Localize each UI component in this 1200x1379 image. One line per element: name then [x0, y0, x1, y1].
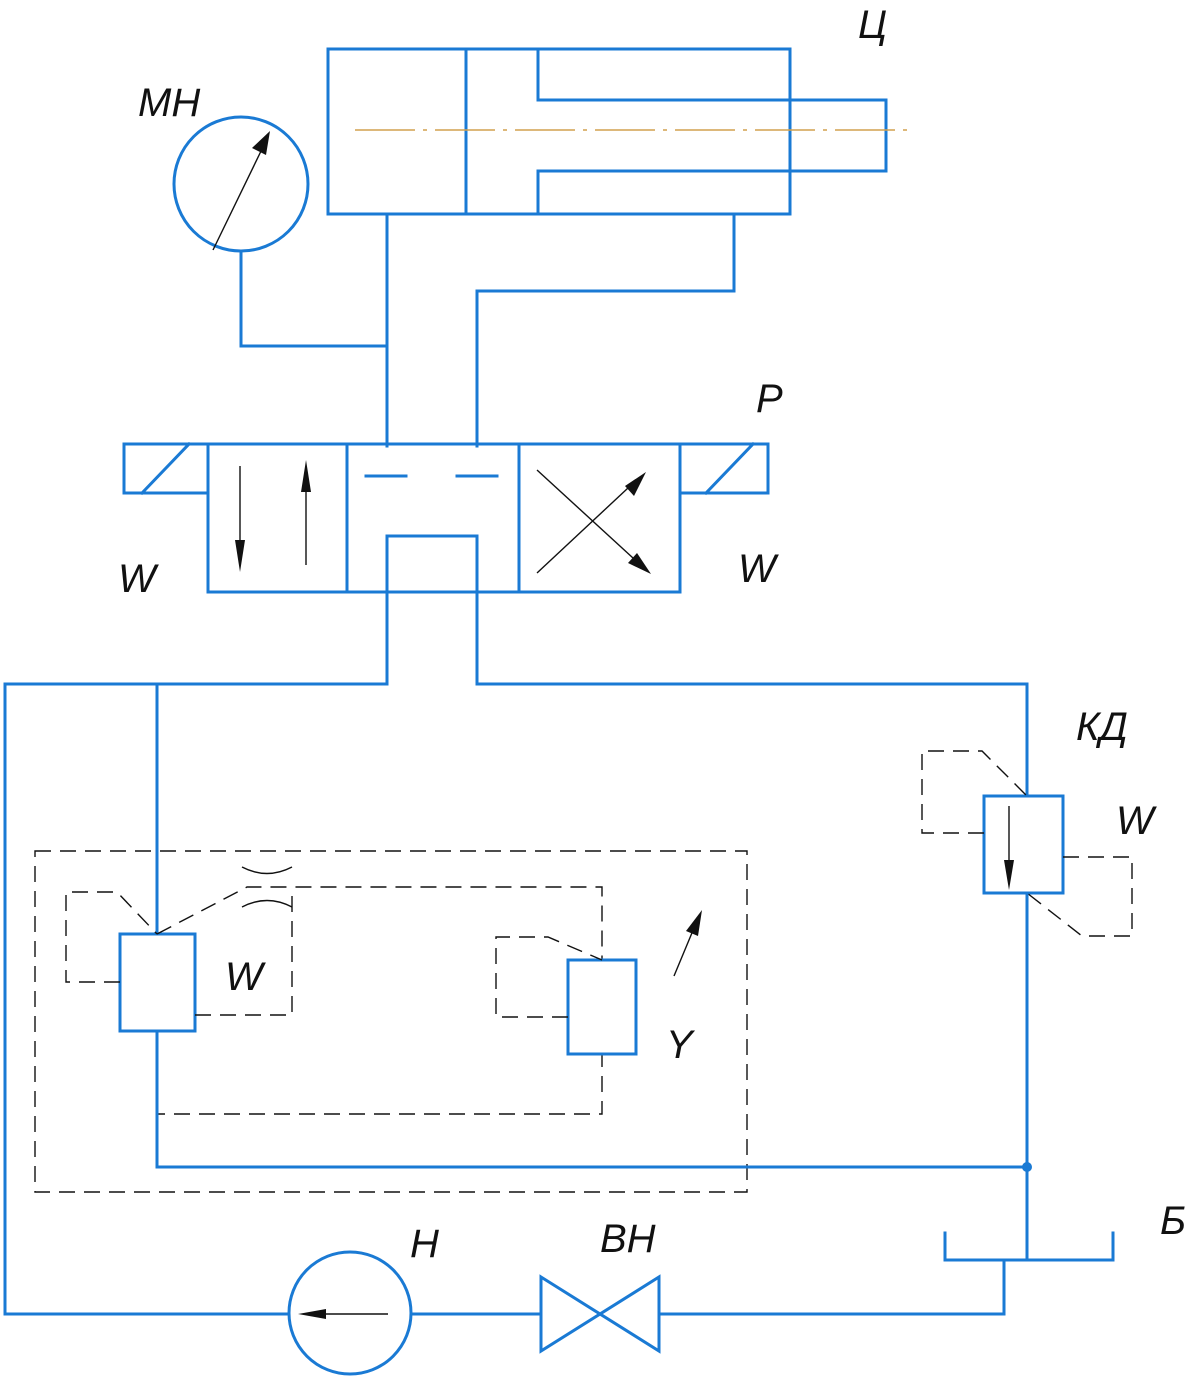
closed-center-icon — [364, 474, 499, 594]
crossed-flow-arrows-icon — [536, 469, 651, 574]
down-arrow-icon — [1004, 806, 1014, 890]
line-return — [155, 1029, 1029, 1169]
left-spring-icon — [122, 441, 210, 496]
spring-right-label: W — [738, 547, 779, 591]
pressure-valve-body — [982, 794, 1065, 895]
pressure-valve-spring-label: W — [1116, 799, 1157, 843]
manometer-label: МН — [138, 81, 200, 125]
line-cylinder-rod-port — [475, 212, 736, 448]
manometer-icon — [172, 115, 310, 253]
junction-dot — [1022, 1162, 1032, 1172]
throttle-icon — [241, 866, 293, 908]
block-outline — [34, 850, 748, 1193]
spring-left-label: W — [118, 557, 159, 601]
pressure-valve — [921, 750, 1133, 937]
parallel-flow-arrows-icon — [235, 460, 311, 572]
pressure-valve-label: КД — [1076, 705, 1128, 749]
control-signal-label: Y — [666, 1023, 696, 1067]
flow-valve-spring-label: W — [225, 955, 266, 999]
proportional-valve-block — [34, 850, 748, 1193]
adjustment-arrow-icon — [673, 910, 702, 977]
valve-body — [206, 442, 682, 594]
shutoff-valve-icon — [539, 1274, 661, 1354]
cylinder-body — [326, 47, 792, 216]
pilot-valve — [566, 958, 638, 1056]
pump-icon — [287, 1250, 413, 1376]
directional-valve — [122, 441, 770, 594]
hydraulic-cylinder — [326, 47, 912, 216]
cylinder-label: Ц — [858, 3, 887, 47]
line-to-pressure-valve — [475, 590, 1029, 798]
tank-icon — [943, 1231, 1115, 1262]
right-spring-icon — [678, 441, 770, 496]
line-pressure-main — [3, 590, 389, 1316]
distributor-label: Р — [756, 377, 783, 421]
line-suction — [657, 1258, 1006, 1316]
main-valve-spool — [118, 932, 197, 1033]
tank-label: Б — [1160, 1199, 1186, 1243]
cylinder-rod — [536, 47, 888, 216]
shutoff-valve-label: ВН — [600, 1217, 656, 1261]
pump-label: Н — [410, 1222, 439, 1266]
line-manometer — [239, 250, 389, 348]
